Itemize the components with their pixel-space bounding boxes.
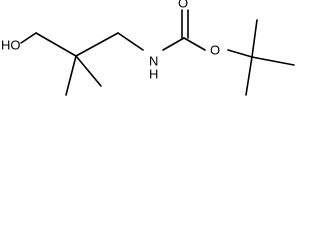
bond-o-tert-c	[227, 49, 253, 58]
atom-labels: HO N H O O	[1, 0, 220, 81]
bond-tert-methyl-up	[251, 19, 258, 58]
ester-oxygen-label: O	[210, 42, 220, 57]
bond-cq-ch2	[75, 32, 119, 57]
bond-cq-methyl-2	[75, 55, 102, 87]
hydroxyl-label: HO	[1, 37, 21, 52]
carbonyl-oxygen-label: O	[178, 0, 188, 10]
bond-tert-methyl-down	[245, 56, 253, 96]
bond-n-carbonyl-c	[162, 37, 185, 51]
bond-ch2-cq	[35, 32, 77, 57]
bond-carbonyl-c-o	[183, 37, 206, 51]
bond-ch2-n	[117, 32, 144, 51]
bond-o-ch2	[20, 32, 37, 44]
amine-n-label: N	[149, 53, 158, 68]
bonds	[20, 9, 295, 96]
bond-tert-methyl-right	[251, 56, 295, 66]
chemical-structure: HO N H O O	[1, 0, 295, 96]
bond-cq-methyl-1	[65, 55, 77, 96]
amine-h-label: H	[149, 66, 158, 81]
